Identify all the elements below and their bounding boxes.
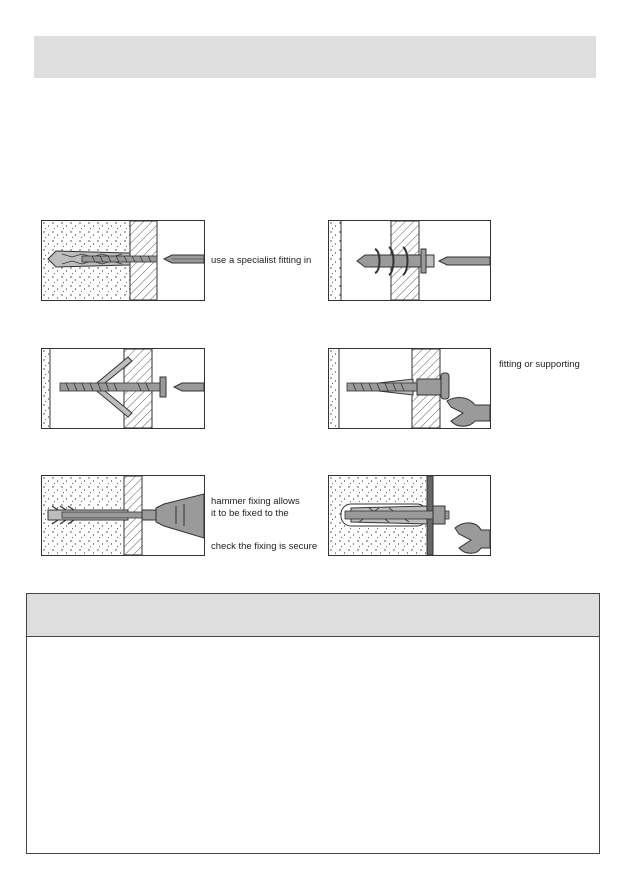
screwdriver-icon <box>162 254 204 264</box>
notes-header-bar <box>27 594 599 637</box>
bolt-icon <box>346 372 450 400</box>
top-header-bar <box>34 36 596 78</box>
fixing-panel-spiral <box>328 220 491 301</box>
caption-secure: check the fixing is secure <box>211 541 318 552</box>
caption-hammer-line1: hammer fixing allows <box>211 496 300 507</box>
hammer-fixing-icon <box>47 505 157 525</box>
fixing-panel-cavity-anchor <box>328 348 491 429</box>
spanner-icon <box>454 522 490 554</box>
spiral-anchor-icon <box>356 246 435 276</box>
fixing-panel-spring-toggle <box>41 348 205 429</box>
caption-hammer-line2: it to be fixed to the <box>211 508 289 519</box>
bolt-icon <box>340 503 450 527</box>
screwdriver-icon <box>172 382 204 392</box>
toggle-wings-icon <box>90 356 133 418</box>
fixing-panel-heavy-bolt <box>328 475 491 556</box>
notes-box <box>26 593 600 854</box>
fixing-panel-hammer <box>41 475 205 556</box>
bolt-icon <box>59 376 167 398</box>
fixing-panel-plug-screw <box>41 220 205 301</box>
caption-supporting: fitting or supporting <box>499 359 580 370</box>
screwdriver-icon <box>437 256 490 266</box>
screwdriver-icon <box>155 493 204 539</box>
caption-specialist: use a specialist fitting in <box>211 255 312 266</box>
spanner-icon <box>446 397 490 427</box>
screw-icon <box>81 255 158 263</box>
